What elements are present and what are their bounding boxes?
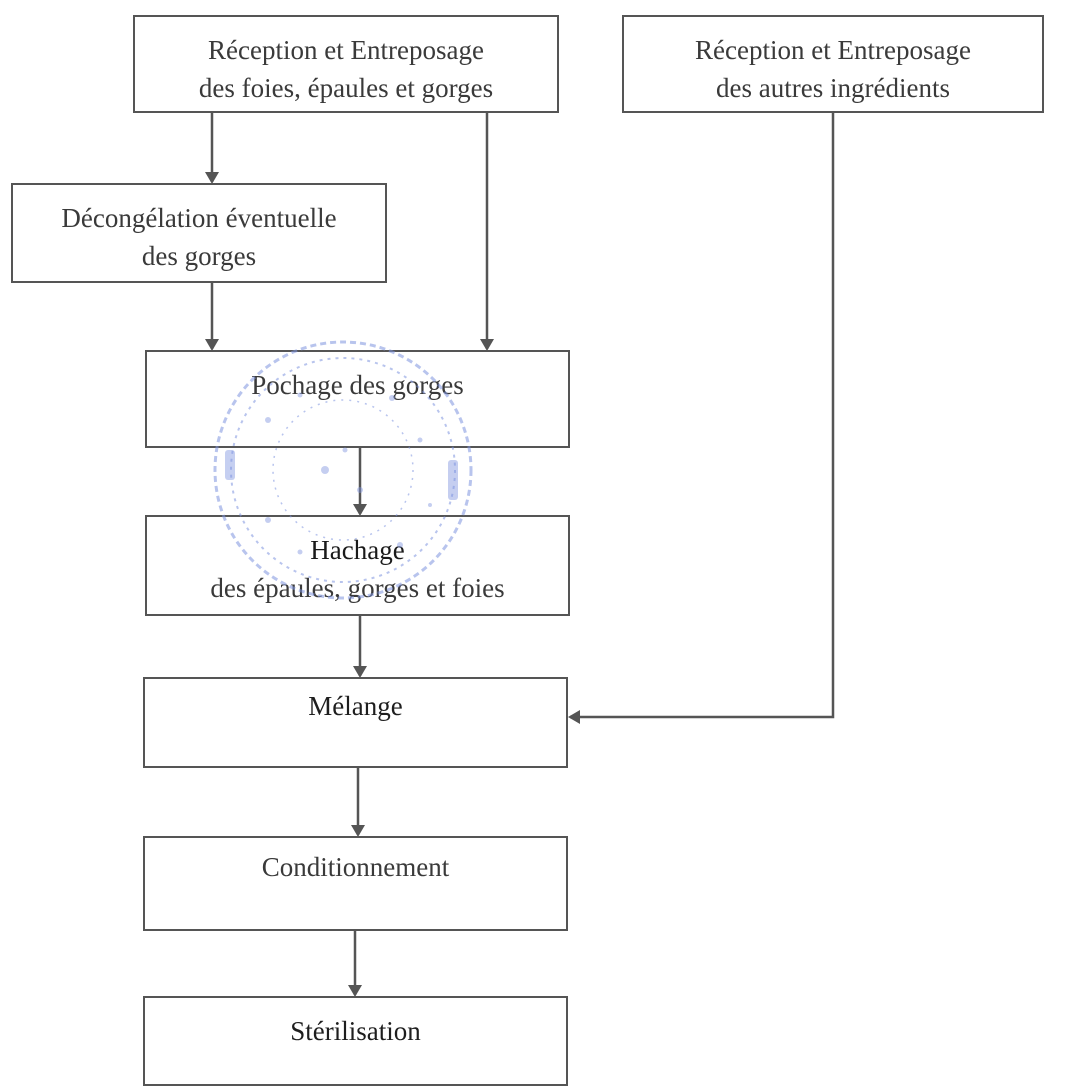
node-text-line: Conditionnement xyxy=(261,852,450,882)
node-sterilisation: Stérilisation xyxy=(143,996,568,1086)
node-text-line: Mélange xyxy=(308,691,403,721)
node-text-line: des gorges xyxy=(141,241,257,271)
node-reception-autres-ingredients: Réception et Entreposage des autres ingr… xyxy=(622,15,1044,113)
node-reception-foies-epaules-gorges: Réception et Entreposage des foies, épau… xyxy=(133,15,559,113)
node-text-line: Décongélation éventuelle xyxy=(61,203,337,233)
node-text-line: Réception et Entreposage xyxy=(695,35,971,65)
node-melange: Mélange xyxy=(143,677,568,768)
node-decongelation: Décongélation éventuelle des gorges xyxy=(11,183,387,283)
node-text-line: Stérilisation xyxy=(290,1016,421,1046)
node-text-line: des foies, épaules et gorges xyxy=(198,73,494,103)
node-text-line: Hachage xyxy=(310,535,405,565)
node-text-line: des épaules, gorges et foies xyxy=(210,573,505,603)
node-text-line: des autres ingrédients xyxy=(716,73,950,103)
node-conditionnement: Conditionnement xyxy=(143,836,568,931)
node-text-line: Pochage des gorges xyxy=(251,370,464,400)
arrow-autres-to-melange xyxy=(568,113,835,724)
node-pochage: Pochage des gorges xyxy=(145,350,570,448)
node-text-line: Réception et Entreposage xyxy=(208,35,484,65)
node-hachage: Hachage des épaules, gorges et foies xyxy=(145,515,570,616)
